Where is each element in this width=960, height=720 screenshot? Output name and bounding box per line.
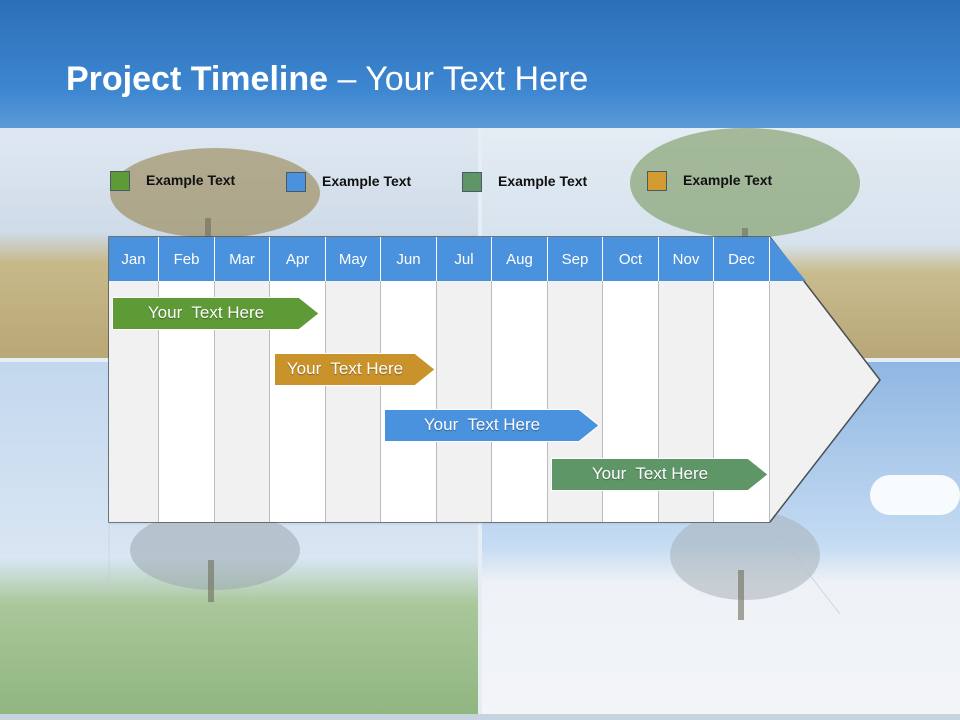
cloud xyxy=(870,475,960,515)
task-bar-label: Your Text Here xyxy=(286,359,404,378)
tree-canopy xyxy=(130,510,300,590)
legend-label: Example Text xyxy=(322,173,412,189)
legend-swatch xyxy=(647,171,667,191)
task-bar: Your Text Here xyxy=(112,297,320,331)
legend-label: Example Text xyxy=(146,172,236,188)
task-bar-label: Your Text Here xyxy=(423,415,541,434)
legend-swatch xyxy=(286,172,306,192)
task-bar: Your Text Here xyxy=(274,353,436,387)
task-bar: Your Text Here xyxy=(384,409,600,443)
legend-swatch xyxy=(110,171,130,191)
task-bar-label: Your Text Here xyxy=(147,303,265,322)
task-bar-arrow xyxy=(112,297,320,330)
tree-canopy xyxy=(630,128,860,238)
tree-canopy xyxy=(110,148,320,238)
month-header-sep: Sep xyxy=(548,237,603,281)
month-column xyxy=(437,281,492,522)
month-header-jan: Jan xyxy=(109,237,159,281)
month-header-nov: Nov xyxy=(659,237,714,281)
month-column xyxy=(492,281,548,522)
legend-label: Example Text xyxy=(683,172,773,188)
month-header-feb: Feb xyxy=(159,237,215,281)
task-bar-arrow xyxy=(384,409,600,442)
task-bar: Your Text Here xyxy=(551,458,769,492)
month-header-dec: Dec xyxy=(714,237,770,281)
legend-label: Example Text xyxy=(498,173,588,189)
month-header-jun: Jun xyxy=(381,237,437,281)
month-header-jul: Jul xyxy=(437,237,492,281)
month-column xyxy=(381,281,437,522)
title-bold: Project Timeline xyxy=(66,60,329,98)
legend-swatch xyxy=(462,172,482,192)
month-header-may: May xyxy=(326,237,381,281)
month-header-aug: Aug xyxy=(492,237,548,281)
header-band: Project Timeline – Your Text Here xyxy=(0,0,960,128)
title-rest: – Your Text Here xyxy=(328,60,589,98)
tree-canopy xyxy=(670,510,820,600)
tree-trunk xyxy=(208,560,214,602)
tree-trunk xyxy=(738,570,744,620)
page-title: Project Timeline – Your Text Here xyxy=(66,60,588,99)
task-bar-label: Your Text Here xyxy=(591,464,709,483)
task-bar-arrow xyxy=(274,353,436,386)
task-bar-arrow xyxy=(551,458,769,491)
month-column xyxy=(326,281,381,522)
bottom-strip xyxy=(0,714,960,720)
month-header-apr: Apr xyxy=(270,237,326,281)
month-header-mar: Mar xyxy=(215,237,270,281)
month-header-oct: Oct xyxy=(603,237,659,281)
